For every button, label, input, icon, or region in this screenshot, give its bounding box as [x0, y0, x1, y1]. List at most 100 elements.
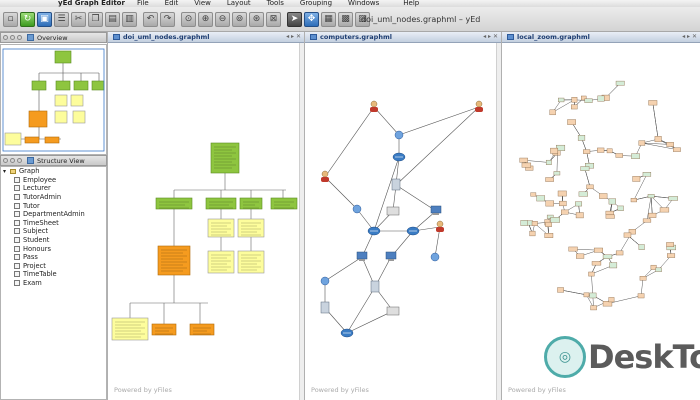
- graph-node[interactable]: [666, 142, 674, 147]
- uml-class-node[interactable]: [157, 245, 191, 276]
- graph-node[interactable]: [609, 262, 618, 269]
- graph-node[interactable]: [608, 198, 616, 205]
- save-icon[interactable]: ▣: [37, 11, 52, 27]
- uml-class-node[interactable]: [155, 197, 193, 210]
- local-zoom-canvas[interactable]: [502, 43, 700, 400]
- close-icon[interactable]: [3, 158, 8, 163]
- copy-icon[interactable]: ❐: [88, 11, 103, 27]
- scrollbar[interactable]: [496, 43, 501, 400]
- menu-edit[interactable]: Edit: [164, 0, 179, 7]
- graph-node[interactable]: [648, 212, 657, 218]
- tab-controls[interactable]: ◂ ▸ ✕: [483, 33, 498, 40]
- expand-icon[interactable]: ▾: [3, 167, 7, 175]
- graph-node[interactable]: [553, 171, 561, 176]
- graph-node[interactable]: [549, 109, 556, 116]
- graph-node[interactable]: [520, 220, 528, 226]
- grid-icon[interactable]: ▦: [321, 11, 336, 27]
- graph-node[interactable]: [589, 292, 597, 299]
- graph-node[interactable]: [630, 198, 637, 203]
- minimize-icon[interactable]: [10, 158, 15, 163]
- graph-node[interactable]: [654, 136, 662, 143]
- graph-node[interactable]: [602, 254, 613, 259]
- graph-node[interactable]: [590, 305, 597, 311]
- tab-controls[interactable]: ◂ ▸ ✕: [286, 33, 301, 40]
- graph-node[interactable]: [545, 177, 554, 182]
- graph-node[interactable]: [597, 95, 605, 102]
- graph-node[interactable]: [583, 149, 591, 154]
- uml-class-node[interactable]: [270, 197, 298, 210]
- graph-node[interactable]: [666, 242, 674, 248]
- uml-class-node[interactable]: [237, 250, 265, 274]
- graph-node[interactable]: [638, 244, 645, 250]
- undo-icon[interactable]: ↶: [143, 11, 158, 27]
- graph-node[interactable]: [546, 214, 554, 219]
- server-icon[interactable]: [370, 280, 380, 293]
- printer-icon[interactable]: [386, 206, 400, 216]
- graph-node[interactable]: [571, 104, 578, 110]
- paste-icon[interactable]: ▤: [105, 11, 120, 27]
- tree-item[interactable]: Student: [1, 236, 106, 245]
- uml-class-node[interactable]: [210, 142, 240, 174]
- graph-node[interactable]: [642, 218, 652, 223]
- zoom-in-icon[interactable]: ⊕: [198, 11, 213, 27]
- computer-icon[interactable]: [356, 251, 368, 260]
- minimize-icon[interactable]: [10, 35, 15, 40]
- user-icon[interactable]: [475, 100, 483, 108]
- graph-node[interactable]: [536, 195, 546, 202]
- uml-class-node[interactable]: [239, 197, 263, 210]
- menu-windows[interactable]: Windows: [348, 0, 380, 7]
- graph-node[interactable]: [605, 214, 615, 219]
- server-icon[interactable]: [391, 178, 401, 191]
- group-icon[interactable]: ▧: [355, 11, 370, 27]
- graph-node[interactable]: [586, 184, 594, 190]
- snap-icon[interactable]: ▩: [338, 11, 353, 27]
- computer-icon[interactable]: [385, 251, 397, 260]
- graph-node[interactable]: [673, 147, 681, 152]
- graph-node[interactable]: [575, 212, 584, 219]
- computer-icon[interactable]: [430, 205, 442, 214]
- graph-node[interactable]: [623, 232, 632, 238]
- menu-help[interactable]: Help: [403, 0, 420, 7]
- graph-node[interactable]: [585, 163, 595, 169]
- tree-root[interactable]: ▾ Graph: [3, 167, 40, 176]
- graph-node[interactable]: [655, 267, 662, 272]
- graph-node[interactable]: [593, 247, 603, 253]
- zoom-out-icon[interactable]: ⊖: [215, 11, 230, 27]
- tab-local-zoom[interactable]: local_zoom.graphml ◂ ▸ ✕: [502, 32, 700, 43]
- graph-node[interactable]: [550, 147, 559, 154]
- tree-item[interactable]: TutorAdmin: [1, 193, 106, 202]
- graph-node[interactable]: [615, 153, 623, 158]
- uml-class-node[interactable]: [207, 250, 235, 274]
- graph-node[interactable]: [521, 162, 532, 168]
- fit-content-icon[interactable]: ⊠: [266, 11, 281, 27]
- zoom-area-icon[interactable]: ⊚: [232, 11, 247, 27]
- menu-view[interactable]: View: [194, 0, 211, 7]
- user-icon[interactable]: [321, 170, 329, 178]
- minimap-viewport[interactable]: [2, 48, 105, 152]
- graph-node[interactable]: [650, 264, 657, 270]
- close-icon[interactable]: [3, 35, 8, 40]
- graph-node[interactable]: [577, 135, 586, 141]
- graph-node[interactable]: [608, 297, 615, 303]
- server-icon[interactable]: [320, 301, 330, 314]
- tree-item[interactable]: TimeSheet: [1, 219, 106, 228]
- new-icon[interactable]: ▫: [3, 11, 18, 27]
- computers-canvas[interactable]: [305, 43, 501, 400]
- graph-node[interactable]: [557, 190, 567, 197]
- printer-icon[interactable]: [386, 306, 400, 316]
- graph-node[interactable]: [638, 140, 646, 146]
- graph-node[interactable]: [568, 246, 578, 252]
- graph-node[interactable]: [567, 119, 576, 125]
- scrollbar[interactable]: [299, 43, 304, 400]
- network-icon[interactable]: [430, 252, 440, 262]
- user-icon[interactable]: [370, 100, 378, 108]
- graph-node[interactable]: [632, 176, 641, 182]
- overview-panel[interactable]: [0, 44, 107, 155]
- graph-node[interactable]: [545, 221, 552, 227]
- tree-item[interactable]: Lecturer: [1, 184, 106, 193]
- graph-node[interactable]: [667, 253, 676, 258]
- redo-icon[interactable]: ↷: [160, 11, 175, 27]
- uml-class-node[interactable]: [205, 197, 237, 210]
- overview-minimap[interactable]: [1, 45, 106, 154]
- tree-item[interactable]: Tutor: [1, 201, 106, 210]
